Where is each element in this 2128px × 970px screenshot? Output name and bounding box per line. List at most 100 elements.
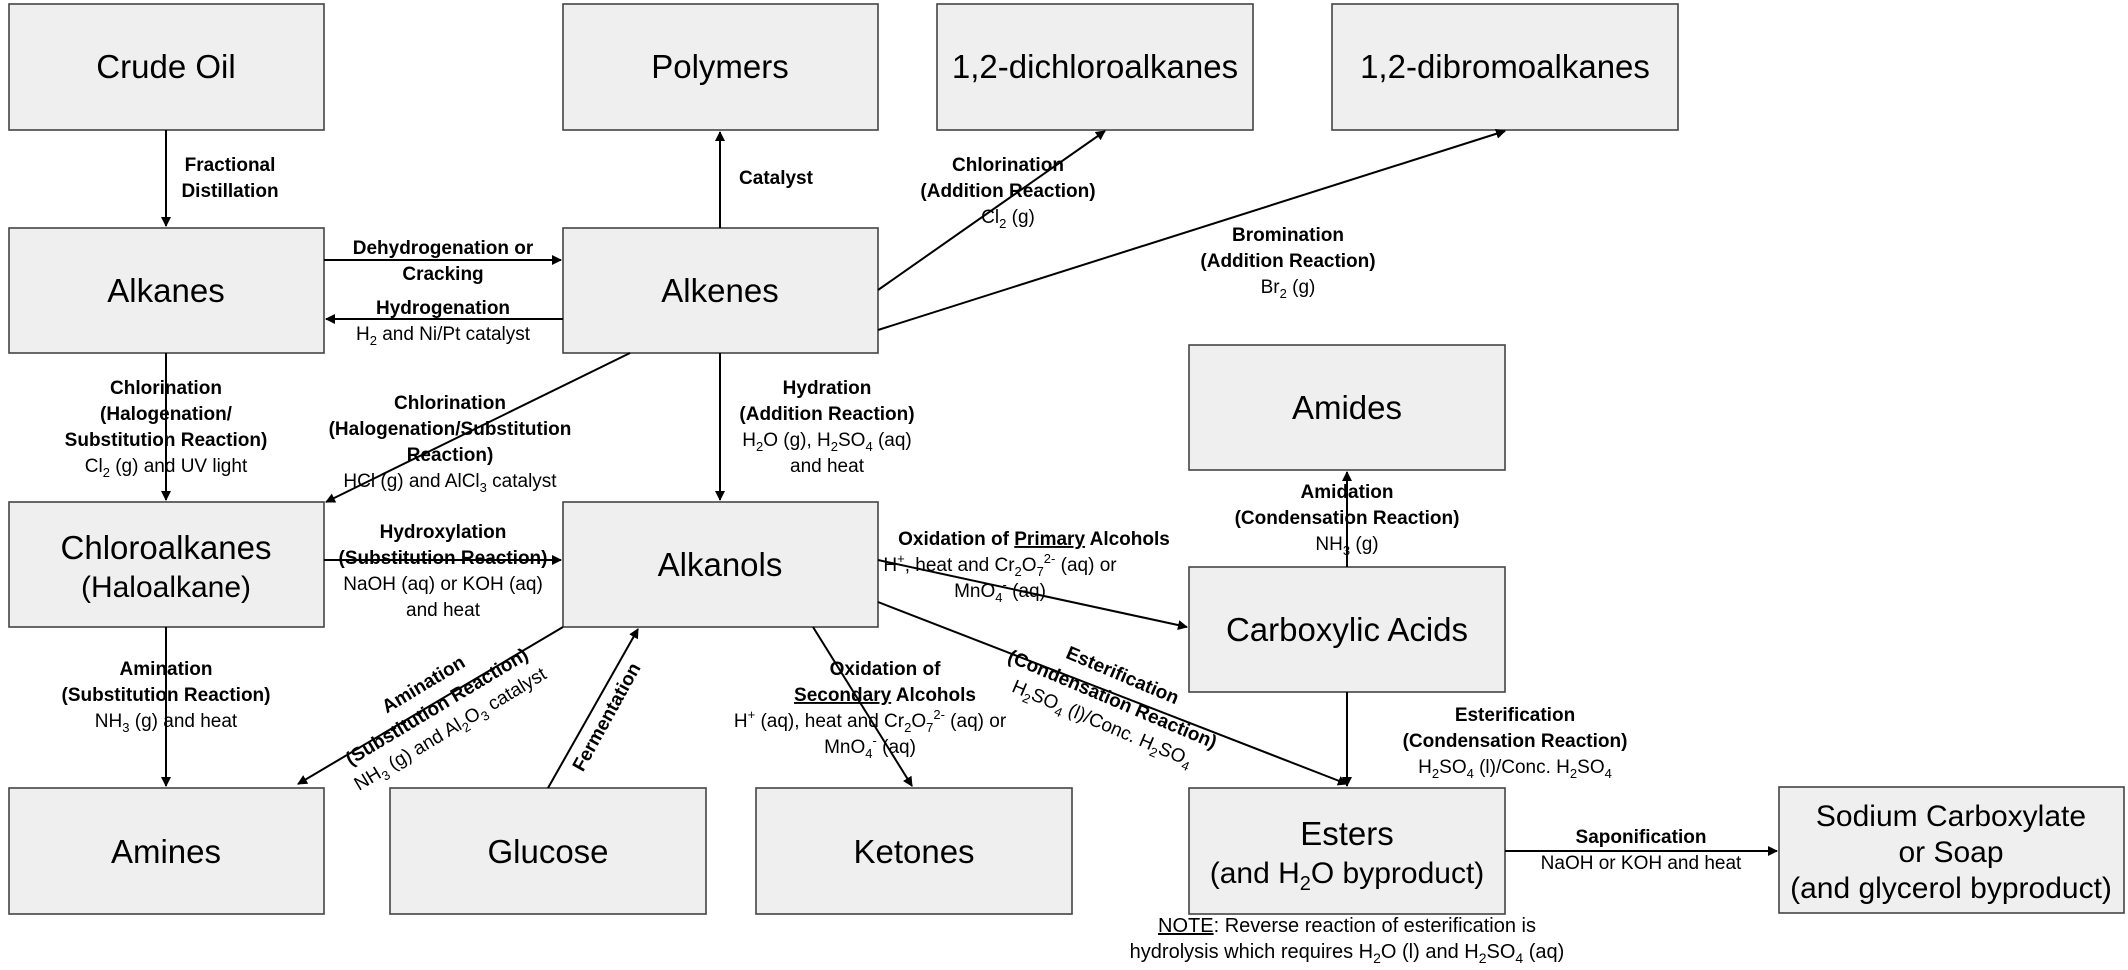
node-esters: Esters (and H2O byproduct) <box>1188 787 1506 915</box>
label-esterification-right: Esterification (Condensation Reaction) H… <box>1403 705 1628 781</box>
label-chlorination-hcl: Chlorination (Halogenation/Substitution … <box>329 393 572 495</box>
svg-text:NaOH or KOH and heat: NaOH or KOH and heat <box>1541 853 1742 874</box>
label-oxidation-primary: Oxidation of Primary Alcohols H+, heat a… <box>883 529 1169 605</box>
svg-text:H2SO4 (l)/Conc. H2SO4: H2SO4 (l)/Conc. H2SO4 <box>1418 757 1612 781</box>
node-sublabel: (and H2O byproduct) <box>1210 857 1485 895</box>
node-carboxylic-acids: Carboxylic Acids <box>1188 566 1506 693</box>
node-label: Carboxylic Acids <box>1226 611 1468 648</box>
svg-text:Hydration: Hydration <box>783 378 872 399</box>
svg-text:Chlorination: Chlorination <box>394 393 506 414</box>
edge-alkenes-to-chloroalkanes <box>325 352 631 503</box>
svg-text:NaOH (aq) or KOH (aq): NaOH (aq) or KOH (aq) <box>343 574 543 595</box>
svg-text:and heat: and heat <box>406 600 481 621</box>
node-crude-oil: Crude Oil <box>8 3 325 131</box>
svg-text:H+, heat and Cr2O72- (aq) or: H+, heat and Cr2O72- (aq) or <box>883 551 1117 579</box>
label-chlorination-substitution: Chlorination (Halogenation/ Substitution… <box>65 378 268 480</box>
node-label: Amines <box>111 833 221 870</box>
edge-alkenes-to-dichloro <box>877 130 1106 291</box>
edge-alkanols-to-esters <box>877 601 1348 786</box>
svg-text:Cl2 (g) and UV light: Cl2 (g) and UV light <box>85 456 248 480</box>
label-oxidation-secondary: Oxidation of Secondary Alcohols H+ (aq),… <box>734 659 1007 761</box>
svg-text:Amidation: Amidation <box>1301 482 1394 503</box>
svg-text:Saponification: Saponification <box>1576 827 1707 848</box>
svg-text:hydrolysis which requires H2O: hydrolysis which requires H2O (l) and H2… <box>1130 941 1565 966</box>
node-label: Polymers <box>651 48 789 85</box>
node-amides: Amides <box>1188 344 1506 471</box>
svg-text:Reaction): Reaction) <box>407 445 494 466</box>
node-alkanols: Alkanols <box>562 501 879 628</box>
label-fermentation: Fermentation <box>569 660 646 775</box>
svg-text:Fractional: Fractional <box>185 155 276 176</box>
svg-text:HCl (g) and AlCl3 catalyst: HCl (g) and AlCl3 catalyst <box>343 471 557 495</box>
node-label-line-2: or Soap <box>1898 836 2003 869</box>
node-ketones: Ketones <box>755 787 1073 915</box>
node-alkanes: Alkanes <box>8 227 325 354</box>
svg-text:NH3 (g): NH3 (g) <box>1315 534 1378 558</box>
label-dehydrogenation: Dehydrogenation or Cracking <box>353 238 534 285</box>
svg-text:Cl2 (g): Cl2 (g) <box>981 207 1035 231</box>
node-polymers: Polymers <box>562 3 879 131</box>
svg-text:Bromination: Bromination <box>1232 225 1344 246</box>
label-amidation: Amidation (Condensation Reaction) NH3 (g… <box>1235 482 1460 558</box>
label-amination: Amination (Substitution Reaction) NH3 (g… <box>62 659 271 735</box>
node-label: Alkanes <box>107 272 224 309</box>
svg-text:Chlorination: Chlorination <box>952 155 1064 176</box>
svg-text:Dehydrogenation or: Dehydrogenation or <box>353 238 534 259</box>
svg-text:Substitution Reaction): Substitution Reaction) <box>65 430 268 451</box>
svg-text:Hydrogenation: Hydrogenation <box>376 298 510 319</box>
edge-alkanols-to-ketones <box>812 626 913 787</box>
label-fractional-distillation: Fractional Distillation <box>181 155 278 202</box>
svg-text:NH3 (g) and heat: NH3 (g) and heat <box>95 711 238 735</box>
node-label-line-1: Sodium Carboxylate <box>1816 800 2086 833</box>
node-label: Ketones <box>853 833 974 870</box>
label-catalyst: Catalyst <box>739 168 814 189</box>
svg-text:Br2 (g): Br2 (g) <box>1261 277 1316 301</box>
svg-text:Esterification: Esterification <box>1455 705 1575 726</box>
svg-text:H2O (g), H2SO4 (aq): H2O (g), H2SO4 (aq) <box>742 430 912 454</box>
edge-alkanols-to-carboxylic <box>877 559 1188 630</box>
node-label: Alkenes <box>661 272 778 309</box>
node-dichloroalkanes: 1,2-dichloroalkanes <box>936 3 1254 131</box>
node-label: 1,2-dichloroalkanes <box>952 48 1238 85</box>
label-hydroxylation: Hydroxylation (Substitution Reaction) Na… <box>339 522 548 621</box>
svg-text:Oxidation of: Oxidation of <box>830 659 942 680</box>
svg-text:Distillation: Distillation <box>181 181 278 202</box>
node-label: Chloroalkanes <box>61 529 272 566</box>
edge-glucose-to-alkanols <box>547 628 639 789</box>
svg-text:Oxidation of Primary Alcohols: Oxidation of Primary Alcohols <box>898 529 1170 550</box>
svg-text:(Addition Reaction): (Addition Reaction) <box>920 181 1095 202</box>
node-label: Glucose <box>487 833 608 870</box>
svg-text:(Condensation Reaction): (Condensation Reaction) <box>1235 508 1460 529</box>
svg-text:(Halogenation/: (Halogenation/ <box>100 404 233 425</box>
svg-text:(Addition Reaction): (Addition Reaction) <box>1200 251 1375 272</box>
svg-text:Secondary Alcohols: Secondary Alcohols <box>794 685 976 706</box>
node-label: Esters <box>1300 815 1394 852</box>
label-saponification: Saponification NaOH or KOH and heat <box>1541 827 1742 874</box>
svg-text:MnO4- (aq): MnO4- (aq) <box>824 733 916 761</box>
svg-text:NOTE: Reverse reaction of este: NOTE: Reverse reaction of esterification… <box>1158 915 1536 937</box>
svg-text:H2 and Ni/Pt catalyst: H2 and Ni/Pt catalyst <box>356 324 531 348</box>
node-alkenes: Alkenes <box>562 227 879 354</box>
node-amines: Amines <box>8 787 325 915</box>
node-label-line-3: (and glycerol byproduct) <box>1790 872 2112 905</box>
svg-text:Chlorination: Chlorination <box>110 378 222 399</box>
note-hydrolysis: NOTE: Reverse reaction of esterification… <box>1130 915 1565 966</box>
label-chlorination-addition: Chlorination (Addition Reaction) Cl2 (g) <box>920 155 1095 231</box>
label-bromination: Bromination (Addition Reaction) Br2 (g) <box>1200 225 1375 301</box>
svg-text:(Addition Reaction): (Addition Reaction) <box>739 404 914 425</box>
node-label: 1,2-dibromoalkanes <box>1360 48 1650 85</box>
node-sublabel: (Haloalkane) <box>81 571 251 604</box>
label-hydration: Hydration (Addition Reaction) H2O (g), H… <box>739 378 914 477</box>
svg-text:(Substitution Reaction): (Substitution Reaction) <box>62 685 271 706</box>
node-label: Alkanols <box>658 546 783 583</box>
edge-alkenes-to-dibromo <box>877 128 1506 331</box>
svg-text:MnO4- (aq): MnO4- (aq) <box>954 577 1046 605</box>
svg-text:Cracking: Cracking <box>402 264 483 285</box>
svg-text:Hydroxylation: Hydroxylation <box>380 522 507 543</box>
node-dibromoalkanes: 1,2-dibromoalkanes <box>1331 3 1679 131</box>
edge-alkanols-to-amines <box>297 626 564 785</box>
svg-text:(Substitution Reaction): (Substitution Reaction) <box>339 548 548 569</box>
node-sodium-carboxylate: Sodium Carboxylate or Soap (and glycerol… <box>1778 786 2125 914</box>
label-amination-diagonal: Amination (Substitution Reaction) NH3 (g… <box>342 644 552 797</box>
